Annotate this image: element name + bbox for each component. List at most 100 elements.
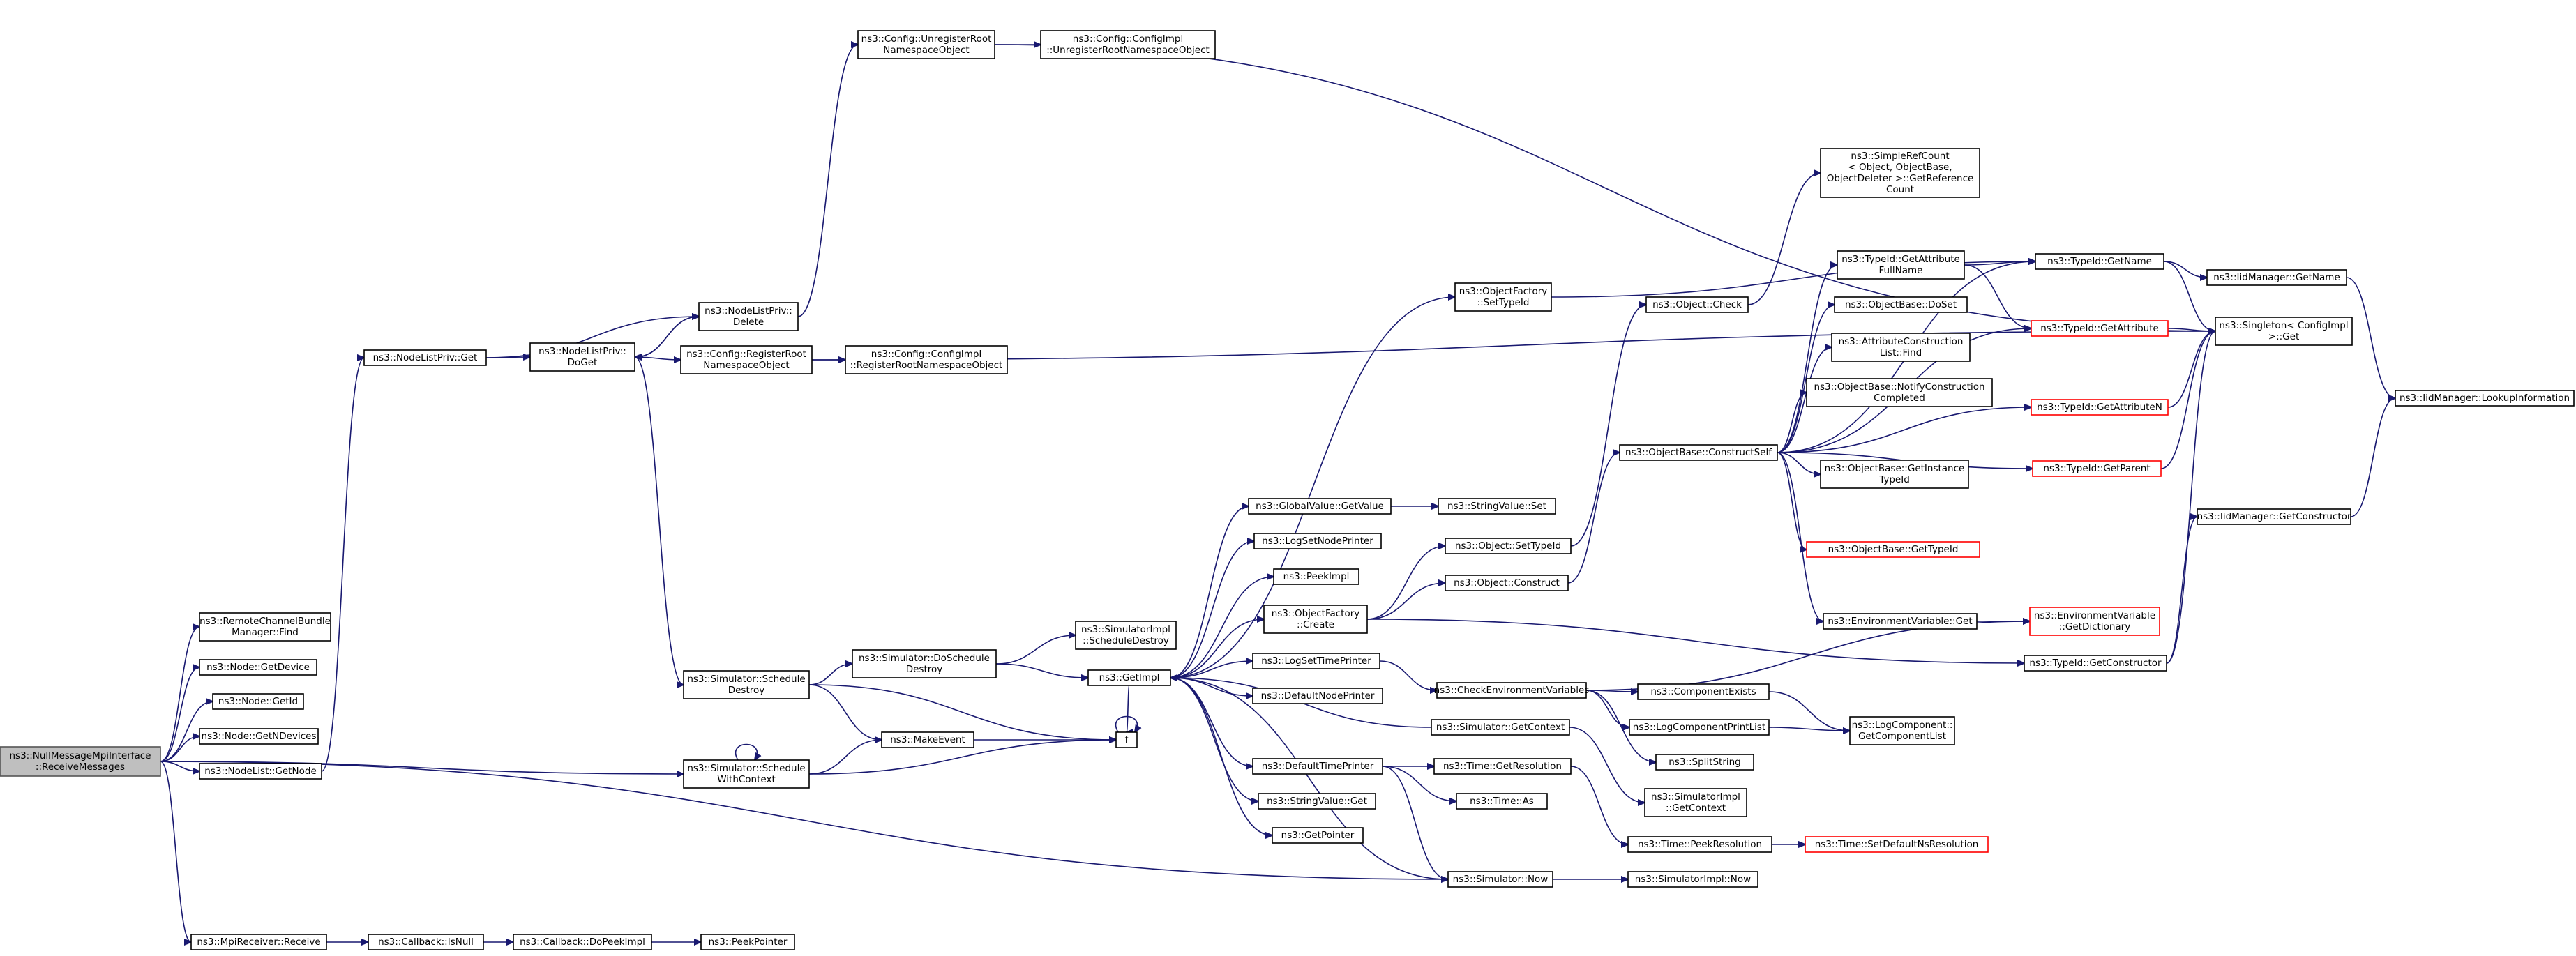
node-strvalset[interactable]: ns3::StringValue::Set [1438, 498, 1556, 515]
node-compexists[interactable]: ns3::ComponentExists [1637, 683, 1770, 700]
node-defnodeprinter[interactable]: ns3::DefaultNodePrinter [1252, 688, 1383, 704]
node-makeevent[interactable]: ns3::MakeEvent [881, 731, 974, 748]
node-simplerefcount[interactable]: ns3::SimpleRefCount< Object, ObjectBase,… [1820, 148, 1980, 198]
node-nlpdoget[interactable]: ns3::NodeListPriv::DoGet [529, 342, 635, 372]
node-deftimeprinter[interactable]: ns3::DefaultTimePrinter [1252, 758, 1383, 775]
node-label: ns3::Config::UnregisterRoot [861, 33, 992, 45]
node-simimplsched[interactable]: ns3::SimulatorImpl::ScheduleDestroy [1075, 621, 1177, 650]
node-splitstring[interactable]: ns3::SplitString [1655, 754, 1754, 771]
node-box [1456, 793, 1548, 810]
node-iidmgrlookup[interactable]: ns3::IidManager::LookupInformation [2395, 390, 2575, 407]
node-peekimpl[interactable]: ns3::PeekImpl [1273, 568, 1359, 585]
node-logsetnodeprinter[interactable]: ns3::LogSetNodePrinter [1253, 533, 1382, 549]
node-objbasenotify[interactable]: ns3::ObjectBase::NotifyConstructionCompl… [1806, 378, 1993, 407]
node-objsettypeid[interactable]: ns3::Object::SetTypeId [1445, 538, 1572, 554]
edge-logsettimeprinter-to-checkenv [1379, 660, 1437, 690]
node-box [199, 659, 317, 676]
nodes: ns3::NullMessageMpiInterface::ReceiveMes… [0, 30, 2575, 950]
node-cfgimplreg[interactable]: ns3::Config::ConfigImpl::RegisterRootNam… [845, 345, 1008, 374]
node-nlpdelete[interactable]: ns3::NodeListPriv::Delete [698, 302, 799, 331]
node-strvalget[interactable]: ns3::StringValue::Get [1258, 793, 1376, 810]
edge-simschedestroy-to-simdoschedestroy [808, 664, 852, 685]
node-box [2035, 253, 2164, 270]
node-objbaseconstructself[interactable]: ns3::ObjectBase::ConstructSelf [1619, 444, 1778, 461]
node-box [2032, 460, 2162, 477]
node-label: ns3::ObjectBase::ConstructSelf [1625, 447, 1772, 458]
node-label: ::RegisterRootNamespaceObject [850, 360, 1003, 371]
node-cfgimplunreg[interactable]: ns3::Config::ConfigImpl::UnregisterRootN… [1040, 30, 1216, 59]
node-objbasegettid[interactable]: ns3::ObjectBase::GetTypeId [1806, 541, 1980, 558]
node-gvgetvalue[interactable]: ns3::GlobalValue::GetValue [1248, 498, 1392, 515]
node-label: ns3::Callback::IsNull [378, 936, 474, 948]
node-logcompprintlist[interactable]: ns3::LogComponentPrintList [1629, 719, 1770, 736]
node-getid[interactable]: ns3::Node::GetId [212, 693, 304, 710]
node-label: >::Get [2268, 331, 2299, 342]
node-fnode[interactable]: f [1115, 731, 1138, 748]
node-nodelistgetnode[interactable]: ns3::NodeList::GetNode [199, 763, 322, 780]
node-label: ::Create [1297, 619, 1334, 630]
edge-objbaseconstructself-to-objbasenotify [1777, 393, 1807, 453]
node-logsettimeprinter[interactable]: ns3::LogSetTimePrinter [1252, 653, 1380, 669]
node-getdevice[interactable]: ns3::Node::GetDevice [199, 659, 317, 676]
node-envvargetdict[interactable]: ns3::EnvironmentVariable::GetDictionary [2029, 607, 2160, 636]
node-label: ns3::ObjectFactory [1272, 608, 1360, 619]
node-simgetctx[interactable]: ns3::Simulator::GetContext [1431, 719, 1570, 736]
node-peekptr[interactable]: ns3::PeekPointer [700, 934, 795, 950]
node-box [1806, 541, 1980, 558]
node-objcheck[interactable]: ns3::Object::Check [1645, 296, 1749, 313]
node-tidgetctor[interactable]: ns3::TypeId::GetConstructor [2024, 655, 2167, 672]
node-timepeekres[interactable]: ns3::Time::PeekResolution [1627, 836, 1772, 853]
node-label: ns3::AttributeConstruction [1839, 336, 1964, 347]
node-label: ns3::Time::SetDefaultNsResolution [1815, 839, 1979, 850]
node-simnow[interactable]: ns3::Simulator::Now [1447, 871, 1553, 888]
node-timeas[interactable]: ns3::Time::As [1456, 793, 1548, 810]
node-objfactcreate[interactable]: ns3::ObjectFactory::Create [1263, 605, 1368, 634]
node-tidgetattr[interactable]: ns3::TypeId::GetAttribute [2031, 320, 2169, 337]
node-cfgreg[interactable]: ns3::Config::RegisterRootNamespaceObject [680, 345, 813, 374]
node-label: GetComponentList [1858, 731, 1946, 742]
node-cfgunreg[interactable]: ns3::Config::UnregisterRootNamespaceObje… [857, 30, 995, 59]
node-logcompgetlist[interactable]: ns3::LogComponent::GetComponentList [1849, 716, 1955, 745]
node-iidmgrgetname[interactable]: ns3::IidManager::GetName [2206, 269, 2347, 286]
node-simschedestroy[interactable]: ns3::Simulator::ScheduleDestroy [683, 670, 810, 699]
node-objconstruct[interactable]: ns3::Object::Construct [1445, 575, 1569, 591]
node-envvarget[interactable]: ns3::EnvironmentVariable::Get [1823, 613, 1978, 630]
node-simimplnow[interactable]: ns3::SimulatorImpl::Now [1627, 871, 1758, 888]
node-label: ns3::StringValue::Set [1447, 501, 1546, 512]
node-cbdopeek[interactable]: ns3::Callback::DoPeekImpl [513, 934, 652, 950]
node-cbisnull[interactable]: ns3::Callback::IsNull [368, 934, 484, 950]
node-checkenv[interactable]: ns3::CheckEnvironmentVariables [1434, 682, 1590, 699]
node-tidgetattrn[interactable]: ns3::TypeId::GetAttributeN [2031, 399, 2169, 416]
node-label: ns3::Time::PeekResolution [1638, 839, 1762, 850]
node-tidgetparent[interactable]: ns3::TypeId::GetParent [2032, 460, 2162, 477]
node-timesetdefres[interactable]: ns3::Time::SetDefaultNsResolution [1805, 836, 1989, 853]
node-simimplgetctx[interactable]: ns3::SimulatorImpl::GetContext [1644, 788, 1747, 817]
node-box [1834, 296, 1968, 313]
node-singletonget[interactable]: ns3::Singleton< ConfigImpl>::Get [2215, 317, 2353, 346]
node-tidgetname[interactable]: ns3::TypeId::GetName [2035, 253, 2164, 270]
node-label: f [1125, 734, 1129, 745]
node-iidmgrgetctor[interactable]: ns3::IidManager::GetConstructor [2197, 508, 2351, 525]
node-label: ns3::Time::As [1470, 796, 1534, 807]
node-root[interactable]: ns3::NullMessageMpiInterface::ReceiveMes… [0, 746, 161, 777]
node-objbasedoset[interactable]: ns3::ObjectBase::DoSet [1834, 296, 1968, 313]
node-getpointer[interactable]: ns3::GetPointer [1272, 827, 1364, 844]
node-label: ns3::DefaultNodePrinter [1261, 690, 1375, 701]
node-label: ns3::NodeListPriv:: [705, 305, 792, 317]
node-mpireceive[interactable]: ns3::MpiReceiver::Receive [190, 934, 327, 950]
node-box [683, 759, 810, 789]
node-getndev[interactable]: ns3::Node::GetNDevices [199, 728, 319, 745]
node-timegetres[interactable]: ns3::Time::GetResolution [1433, 758, 1572, 775]
node-nlpget[interactable]: ns3::NodeListPriv::Get [363, 349, 487, 366]
edge-root-to-nodelistgetnode [160, 761, 199, 771]
edge-objbaseconstructself-to-objbasedoset [1777, 305, 1835, 453]
node-objfactsettypeid[interactable]: ns3::ObjectFactory::SetTypeId [1454, 282, 1552, 312]
node-getimpl[interactable]: ns3::GetImpl [1087, 669, 1171, 686]
node-label: ns3::RemoteChannelBundle [199, 616, 331, 627]
